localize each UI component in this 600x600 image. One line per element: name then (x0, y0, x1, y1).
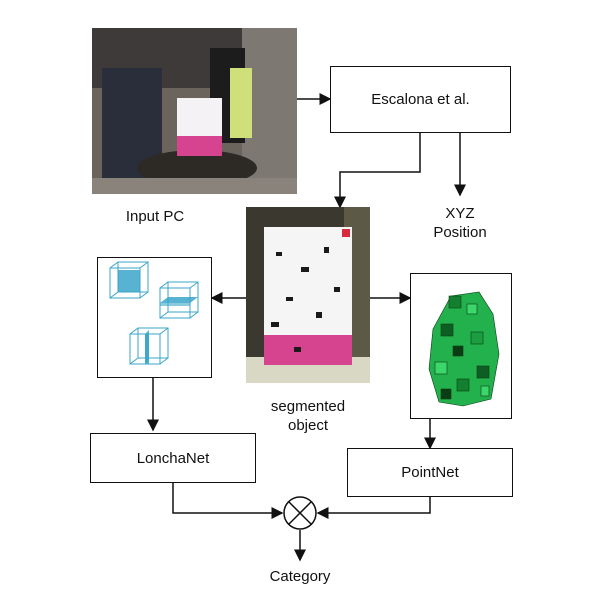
arrow-pointnet-to-combine (316, 497, 431, 519)
voxel-slices-icon (109, 261, 199, 365)
xyz-label-line1: XYZ (445, 205, 475, 222)
xyz-position-label: XYZ Position (415, 204, 505, 242)
lonchanet-node: LonchaNet (90, 433, 256, 483)
xyz-label-line2: Position (433, 224, 487, 241)
category-label: Category (269, 568, 331, 585)
voxel-slices-panel (97, 257, 212, 378)
combine-icon (283, 496, 317, 530)
arrow-escalona-to-segmented (334, 133, 421, 209)
input-pc-label: Input PC (125, 208, 185, 225)
segmented-label-line2: object (287, 417, 329, 434)
segmented-object-label: segmented object (250, 397, 366, 435)
voxel-grid-panel (410, 273, 512, 419)
input-point-cloud-image (92, 28, 297, 194)
arrow-lonchanet-to-combine (172, 483, 284, 519)
segmented-label-line1: segmented (270, 398, 346, 415)
segmented-object-image (246, 207, 370, 383)
escalona-node: Escalona et al. (330, 66, 511, 133)
green-voxel-grid-icon (428, 291, 500, 407)
pointnet-node: PointNet (347, 448, 513, 497)
